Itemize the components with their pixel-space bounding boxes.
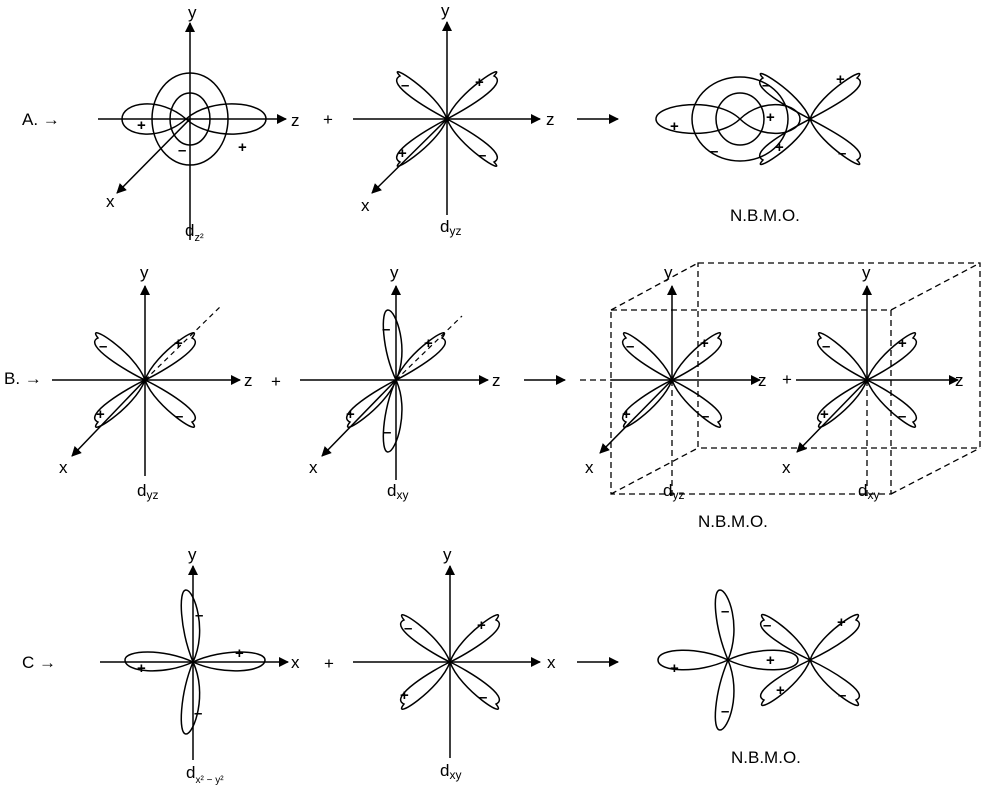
axis-label-x: x <box>361 196 370 215</box>
axis-label-y: y <box>443 545 452 564</box>
plus-operator: + <box>271 372 281 391</box>
axis-label-z: z <box>546 110 555 129</box>
orbital-label-dxy: dxy <box>858 481 879 502</box>
sign-plus: + <box>137 117 146 134</box>
orbital-label-dx2y2: dx² − y² <box>186 763 224 786</box>
sign-plus: + <box>346 406 355 423</box>
sign-minus: – <box>838 145 846 162</box>
plus-operator: + <box>324 654 334 673</box>
axis-label-y: y <box>140 263 149 282</box>
axis-label-z: z <box>244 371 253 390</box>
plus-operator: + <box>782 370 792 389</box>
orbital-label-dyz: dyz <box>440 217 461 238</box>
sign-plus: + <box>670 660 679 677</box>
sign-plus: + <box>622 406 631 423</box>
sign-minus: – <box>898 408 906 425</box>
sign-plus: + <box>174 335 183 352</box>
sign-minus: – <box>479 689 487 706</box>
axis-label-x: x <box>547 653 556 672</box>
row-b-result-nbmo: y z x – + + – dyz + y z x – + + – dxy N.… <box>580 262 981 531</box>
result-label: N.B.M.O. <box>698 512 768 531</box>
orbital-label-dxy: dxy <box>387 481 408 502</box>
sign-minus: – <box>99 338 107 355</box>
sign-minus: – <box>721 703 729 720</box>
result-label: N.B.M.O. <box>731 748 801 767</box>
sign-minus: – <box>838 687 846 704</box>
axis-label-x: x <box>106 192 115 211</box>
axis-label-x: x <box>59 458 68 477</box>
axis-label-z: z <box>492 371 501 390</box>
sign-plus: + <box>820 406 829 423</box>
sign-plus: + <box>400 687 409 704</box>
axis-label-z: z <box>955 371 964 390</box>
dashed-cube <box>580 262 981 496</box>
sign-plus: + <box>776 682 785 699</box>
sign-plus: + <box>766 109 775 126</box>
axis-label-y: y <box>188 545 197 564</box>
axis-label-x: x <box>309 458 318 477</box>
result-label: N.B.M.O. <box>730 206 800 225</box>
axis-label-y: y <box>441 1 450 20</box>
sign-plus: + <box>477 617 486 634</box>
row-a-result-nbmo: + – – + + + – N.B.M.O. <box>655 71 861 225</box>
sign-minus: – <box>175 408 183 425</box>
sign-plus: + <box>398 145 407 162</box>
sign-minus: – <box>701 408 709 425</box>
sign-plus: + <box>766 652 775 669</box>
sign-plus: + <box>238 139 247 156</box>
sign-minus: – <box>404 620 412 637</box>
sign-minus: – <box>195 607 203 624</box>
row-a-left-dz2: y z x + – + dz² <box>98 3 300 244</box>
sign-minus: – <box>382 321 390 338</box>
sign-minus: – <box>626 338 634 355</box>
sign-minus: – <box>710 143 718 160</box>
axis-label-x: x <box>291 653 300 672</box>
row-c-label: C → <box>22 653 56 672</box>
sign-plus: + <box>137 660 146 677</box>
axis-label-z: z <box>758 371 767 390</box>
sign-plus: + <box>836 71 845 88</box>
row-c-middle-dxy: y x – + + – dxy <box>353 545 556 782</box>
axis-label-y: y <box>390 263 399 282</box>
sign-plus: + <box>424 335 433 352</box>
orbital-label-dz2: dz² <box>185 221 204 244</box>
row-c-result-nbmo: – + – – + + + – N.B.M.O. <box>657 589 860 767</box>
axis-label-y: y <box>188 3 197 22</box>
sign-minus: – <box>762 77 770 94</box>
sign-plus: + <box>898 335 907 352</box>
sign-plus: + <box>475 74 484 91</box>
axis-label-y: y <box>862 263 871 282</box>
sign-minus: – <box>478 147 486 164</box>
sign-minus: – <box>194 705 202 722</box>
axis-label-y: y <box>664 263 673 282</box>
orbital-label-dyz: dyz <box>663 481 684 502</box>
orbital-label-dyz: dyz <box>137 481 158 502</box>
row-a-label: A. → <box>22 110 60 129</box>
orbital-label-dxy: dxy <box>440 761 461 782</box>
sign-plus: + <box>670 118 679 135</box>
sign-plus: + <box>235 645 244 662</box>
sign-minus: – <box>721 603 729 620</box>
row-b-label: B. → <box>4 369 42 388</box>
sign-minus: – <box>383 424 391 441</box>
sign-plus: + <box>775 139 784 156</box>
sign-minus: – <box>401 77 409 94</box>
row-b-middle-dxy: y z x – + + – dxy <box>300 263 501 502</box>
axis-label-x: x <box>585 458 594 477</box>
axis-label-x: x <box>782 458 791 477</box>
row-a-middle-dyz: y z x – + + – dyz <box>353 1 555 238</box>
sign-plus: + <box>700 335 709 352</box>
sign-minus: – <box>178 142 186 159</box>
axis-label-z: z <box>291 111 300 130</box>
sign-plus: + <box>837 614 846 631</box>
sign-plus: + <box>96 406 105 423</box>
plus-operator: + <box>323 110 333 129</box>
sign-minus: – <box>822 338 830 355</box>
sign-minus: – <box>763 617 771 634</box>
row-c-left-dx2y2: y x – + + – dx² − y² <box>100 545 300 786</box>
row-b-left-dyz: y z x – + + – dyz <box>52 263 253 502</box>
